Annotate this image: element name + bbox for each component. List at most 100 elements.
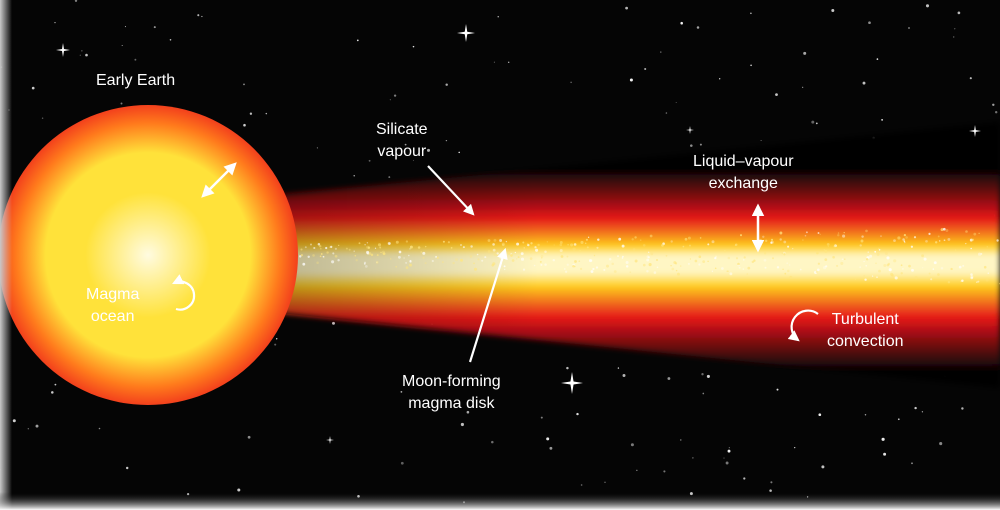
disk-speckle — [442, 240, 445, 243]
disk-speckle — [317, 243, 321, 246]
disk-speckle — [985, 278, 989, 282]
star — [276, 338, 278, 340]
star — [125, 466, 129, 470]
disk-speckle — [843, 231, 845, 234]
disk-speckle — [903, 240, 906, 243]
silicate-vapour-pointer — [427, 165, 475, 216]
label-early-earth: Early Earth — [96, 70, 175, 92]
disk-speckle — [613, 270, 617, 273]
star — [706, 374, 710, 378]
disk-speckle — [824, 258, 828, 261]
disk-speckle — [648, 263, 652, 267]
star — [883, 452, 887, 456]
star — [702, 392, 705, 395]
disk-speckle — [366, 245, 370, 249]
disk-speckle — [781, 252, 783, 255]
disk-speckle — [833, 245, 836, 248]
star — [604, 481, 606, 484]
disk-speckle — [817, 262, 821, 265]
disk-speckle — [986, 246, 989, 248]
star — [566, 366, 569, 370]
disk-speckle — [894, 276, 898, 280]
disk-speckle — [380, 251, 382, 254]
disk-speckle — [424, 262, 427, 265]
disk-speckle — [689, 244, 691, 247]
star — [770, 481, 773, 484]
disk-speckle — [632, 248, 636, 251]
star — [54, 383, 57, 386]
disk-speckle — [454, 258, 459, 262]
star — [897, 418, 900, 421]
disk-speckle — [496, 252, 499, 255]
disk-speckle — [784, 251, 787, 253]
disk-speckle — [405, 261, 408, 264]
disk-speckle — [880, 249, 882, 251]
star — [497, 16, 499, 18]
disk-shading — [270, 122, 1000, 388]
disk-speckle — [611, 262, 614, 266]
disk-speckle — [940, 228, 944, 232]
disk-speckle — [462, 246, 465, 249]
disk-speckle — [702, 260, 706, 263]
disk-speckle — [374, 247, 377, 249]
disk-speckle — [900, 264, 903, 267]
star — [680, 439, 682, 441]
star — [776, 388, 779, 391]
star — [426, 148, 431, 152]
star — [368, 159, 371, 162]
sparkle-star-icon — [561, 372, 583, 394]
disk-speckle — [859, 266, 861, 268]
disk-speckle — [469, 255, 473, 258]
disk-speckle — [832, 255, 835, 259]
disk-speckle — [787, 245, 790, 248]
disk-speckle — [408, 254, 410, 257]
disk-speckle — [930, 278, 933, 281]
disk-speckle — [323, 257, 325, 259]
disk-speckle — [891, 275, 893, 277]
star — [727, 449, 731, 453]
disk-speckle — [539, 260, 542, 263]
star — [881, 437, 885, 441]
disk-speckle — [589, 259, 592, 263]
disk-speckle — [746, 273, 748, 275]
disk-speckle — [501, 243, 505, 247]
star — [201, 15, 203, 18]
disk-speckle — [510, 254, 513, 257]
disk-speckle — [783, 253, 786, 256]
disk-speckle — [897, 236, 901, 240]
disk-speckle — [608, 257, 612, 261]
disk-speckle — [834, 244, 837, 248]
star — [197, 14, 200, 17]
disk-speckle — [965, 230, 968, 233]
disk-speckle — [970, 273, 973, 276]
star — [802, 86, 804, 88]
disk-speckle — [499, 239, 503, 242]
disk-speckle — [653, 271, 657, 274]
disk-speckle — [759, 238, 762, 242]
disk-speckle — [639, 239, 642, 241]
disk-speckle — [302, 262, 306, 266]
disk-speckle — [526, 243, 529, 246]
star — [466, 410, 470, 414]
star — [925, 4, 930, 8]
star — [954, 28, 956, 30]
disk-speckle — [530, 242, 533, 245]
disk-speckle — [631, 238, 634, 241]
star — [864, 414, 867, 416]
disk-speckle — [649, 234, 653, 238]
disk-speckle — [799, 268, 802, 271]
star — [51, 391, 54, 394]
disk-speckle — [996, 239, 999, 242]
disk-speckle — [370, 253, 374, 257]
star — [811, 120, 815, 124]
star — [353, 175, 355, 177]
star — [723, 457, 725, 459]
disk-speckle — [409, 260, 412, 263]
disk-speckle — [304, 246, 307, 249]
star — [743, 477, 746, 480]
disk-speckle — [677, 272, 680, 276]
disk-speckle — [876, 276, 878, 278]
magma-disk-pointer — [468, 247, 508, 363]
disk-speckle — [642, 243, 646, 247]
star — [134, 58, 137, 61]
